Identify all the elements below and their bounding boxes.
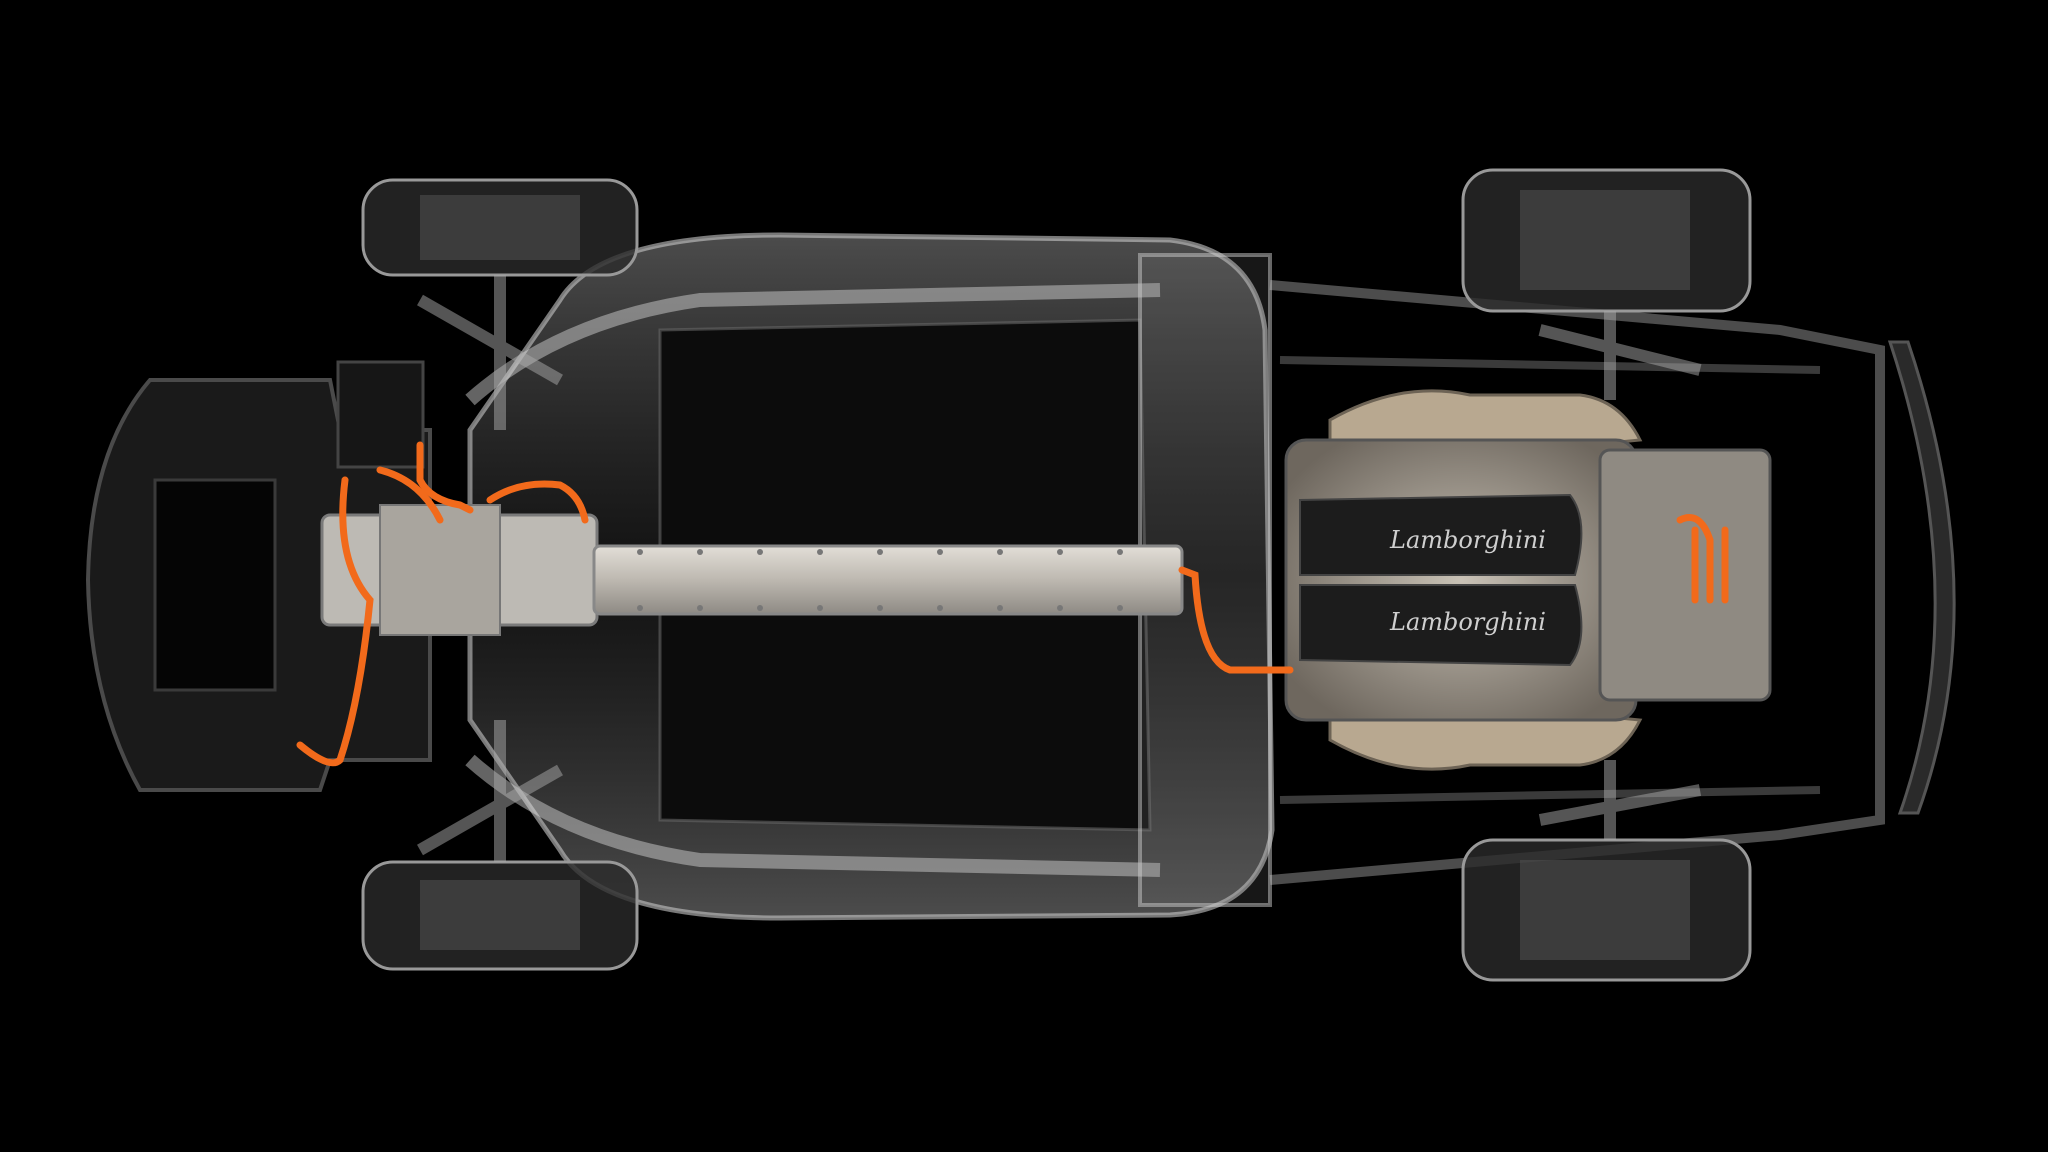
front-frame-opening bbox=[153, 478, 277, 692]
wheel-rear-left bbox=[1461, 168, 1752, 313]
engine-logo-bottom: Lamborghini bbox=[1389, 608, 1546, 636]
hv-cables bbox=[296, 441, 1729, 767]
engine-cover-bottom: Lamborghini bbox=[1299, 584, 1583, 667]
rear-suspension bbox=[1538, 311, 1702, 840]
wheel-front-right bbox=[361, 860, 639, 971]
front-suspension bbox=[417, 275, 563, 862]
engine-logo-top: Lamborghini bbox=[1389, 526, 1546, 554]
front-motor-housing bbox=[379, 504, 501, 636]
battery-tunnel bbox=[592, 544, 1184, 616]
front-inverter-box bbox=[336, 360, 425, 469]
battery-bolts bbox=[637, 549, 1123, 611]
rear-bumper bbox=[1887, 340, 1956, 815]
rear-frame-inner bbox=[1279, 356, 1821, 804]
engine-cover-top: Lamborghini bbox=[1299, 493, 1583, 576]
engine-block bbox=[1284, 438, 1638, 722]
gearbox bbox=[1598, 448, 1772, 702]
wheel-rear-right bbox=[1461, 838, 1752, 982]
wheel-front-left bbox=[361, 178, 639, 277]
